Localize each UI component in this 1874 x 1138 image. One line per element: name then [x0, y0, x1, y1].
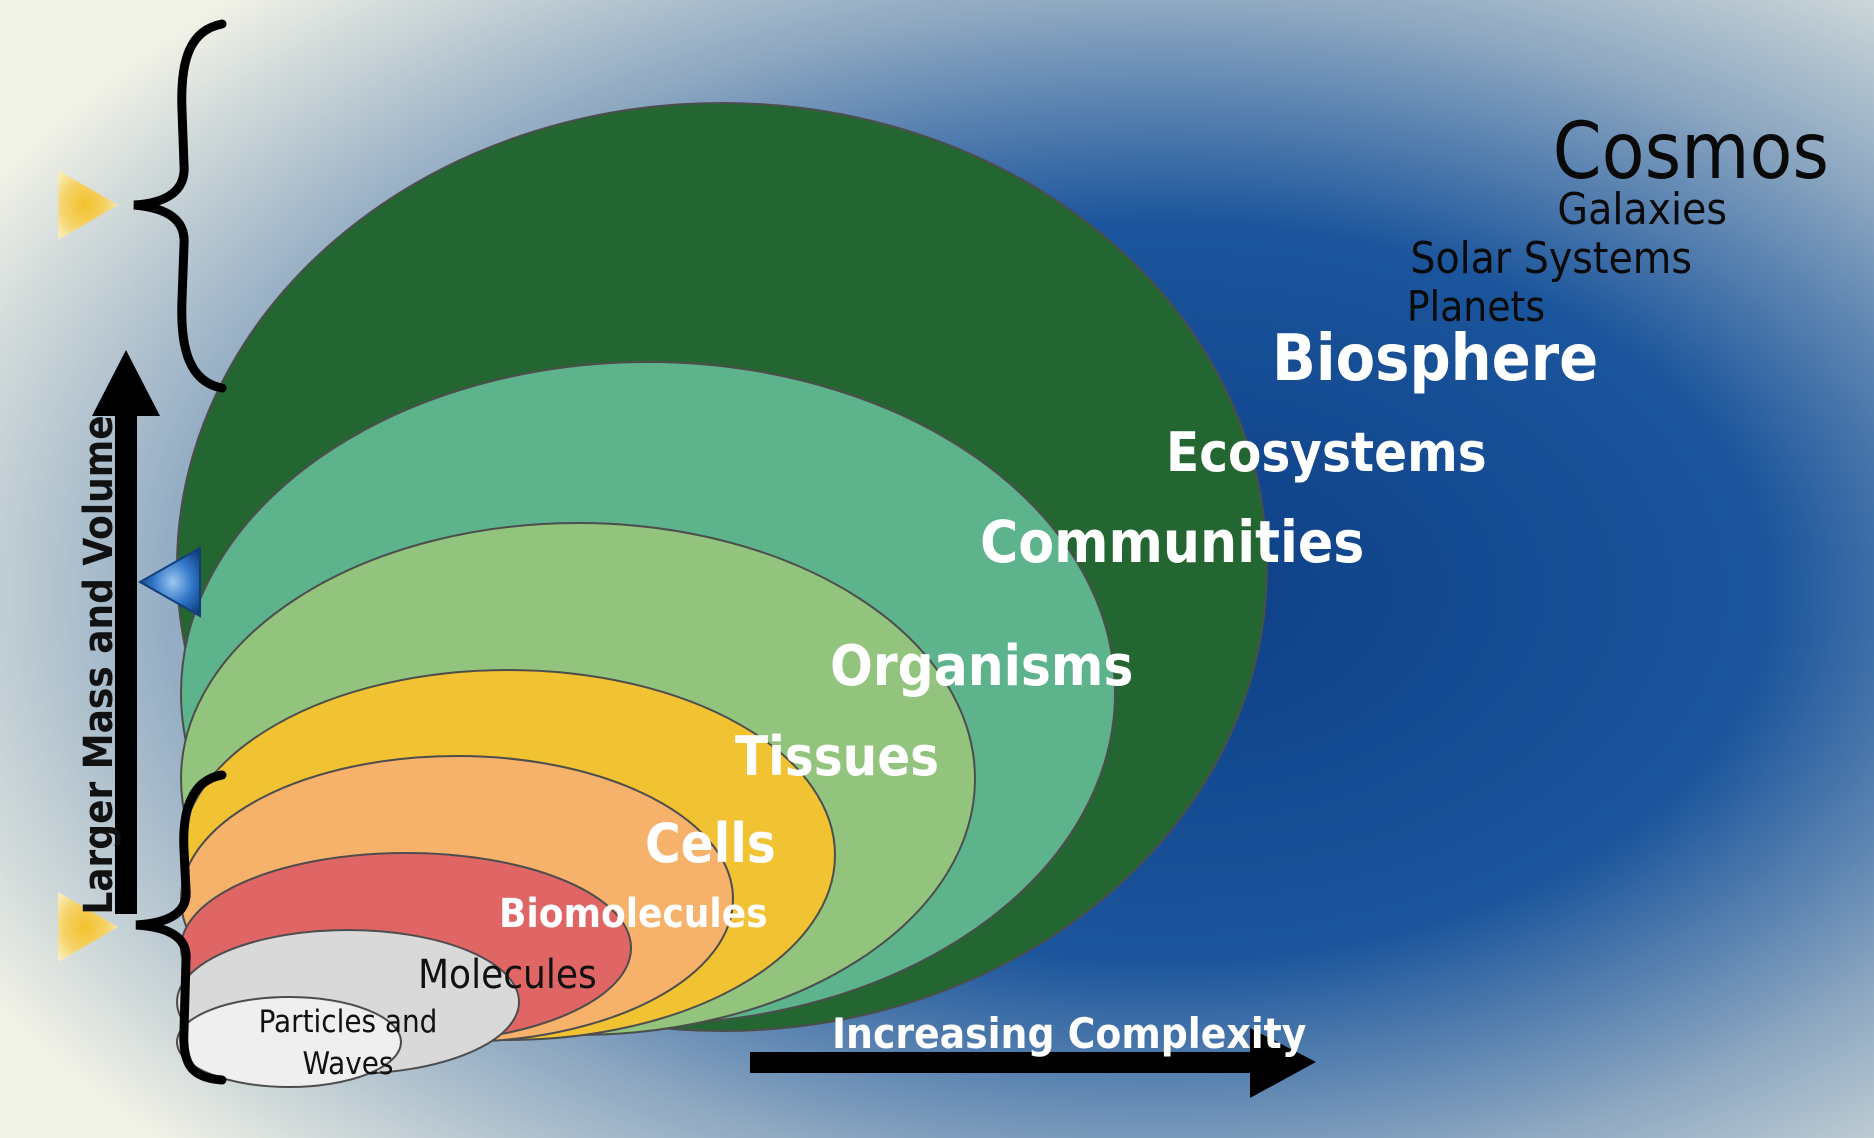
arrow-up-icon: [92, 350, 160, 914]
triangle-left-middle-icon: [137, 546, 201, 618]
organisms-label: Organisms: [830, 634, 1133, 699]
cosmos-label: Cosmos: [1553, 107, 1829, 197]
arrow-right-icon: [750, 1028, 1316, 1098]
vertical-axis-label: Larger Mass and Volume: [76, 415, 122, 914]
curly-brace-top-icon: [133, 19, 227, 393]
cells-label: Cells: [645, 812, 776, 875]
solar-systems-label: Solar Systems: [1410, 233, 1692, 284]
particles-ellipse: [176, 996, 402, 1088]
tissues-label: Tissues: [735, 725, 939, 788]
molecules-label: Molecules: [418, 952, 597, 998]
biomolecules-label: Biomolecules: [499, 891, 768, 937]
biosphere-label: Biosphere: [1272, 322, 1598, 396]
triangle-right-bottom-icon: [58, 892, 118, 962]
curly-brace-bottom-icon: [135, 770, 227, 1085]
triangle-right-top-icon: [58, 170, 118, 240]
ecosystems-label: Ecosystems: [1166, 421, 1487, 484]
particles-label-line1: Particles and: [259, 1004, 438, 1040]
horizontal-axis-label: Increasing Complexity: [832, 1009, 1306, 1058]
communities-label: Communities: [980, 508, 1364, 576]
planets-label: Planets: [1407, 282, 1545, 331]
galaxies-label: Galaxies: [1557, 184, 1727, 235]
particles-label-line2: Waves: [303, 1046, 394, 1082]
nested-levels: [176, 102, 1268, 1088]
